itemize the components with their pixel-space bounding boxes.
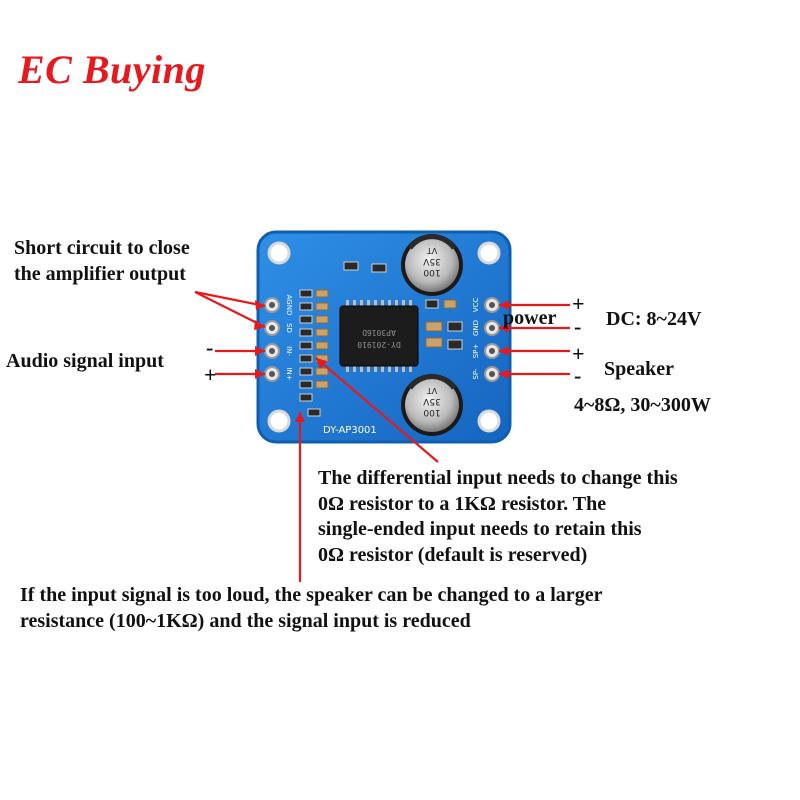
board-model-label: DY-AP3001 [323,425,377,436]
short-circuit-line-2: the amplifier output [14,262,186,285]
differential-line-2: 0Ω resistor to a 1KΩ resistor. The [318,492,607,515]
capacitor-bottom: 100 35V VT [401,374,463,436]
left-pin-pads [264,297,280,382]
pin-label-agnd: AGND [285,295,293,316]
loud-input-line-2: resistance (100~1KΩ) and the signal inpu… [20,609,471,632]
capacitor-bottom-voltage: 35V [422,396,440,406]
capacitor-top: 100 35V VT [401,234,463,296]
smd-components [299,261,463,417]
brand-logo: EC Buying [18,47,206,92]
power-label: power [503,307,557,329]
callout-arrows [194,290,570,582]
pin-label-vcc: VCC [472,298,480,313]
short-circuit-label: Short circuit to close the amplifier out… [14,236,190,287]
pin-label-in-plus: IN+ [285,367,293,380]
arrow-heads [254,300,509,422]
differential-line-1: The differential input needs to change t… [318,467,678,489]
differential-line-4: 0Ω resistor (default is reserved) [318,543,588,566]
loud-input-line-1: If the input signal is too loud, the spe… [20,584,603,606]
pin-label-sp-minus: SP- [472,368,480,380]
speaker-plus-sign: + [572,341,585,366]
power-minus-sign: - [574,314,582,339]
audio-minus-sign: - [206,335,214,360]
speaker-spec-label: 4~8Ω, 30~300W [574,394,711,416]
capacitor-bottom-series: VT [427,386,437,395]
pin-label-in-minus: IN- [285,346,293,356]
chip-marking-line1: AP3016D [362,328,396,337]
differential-input-note: The differential input needs to change t… [318,466,678,568]
pcb-board: AGND SD IN- IN+ VCC GND SP+ SP- [256,230,512,444]
short-circuit-line-1: Short circuit to close [14,237,190,259]
power-plus-sign: + [572,291,585,316]
capacitor-top-voltage: 35V [422,256,440,266]
speaker-minus-sign: - [574,363,582,388]
arrow-short-circuit-2 [194,291,266,328]
amplifier-chip: AP3016D DY-201910 [339,300,419,372]
loud-input-note: If the input signal is too loud, the spe… [20,583,602,634]
speaker-label: Speaker [604,358,674,380]
right-pin-labels: VCC GND SP+ SP- [472,298,480,380]
arrow-short-circuit-1 [194,290,266,308]
dc-voltage-label: DC: 8~24V [606,308,702,330]
pin-label-sd: SD [285,323,293,333]
audio-input-label: Audio signal input [6,350,164,372]
pin-label-sp-plus: SP+ [472,344,480,359]
differential-line-3: single-ended input needs to retain this [318,518,642,541]
chip-marking-line2: DY-201910 [357,340,401,349]
capacitor-top-series: VT [427,246,437,255]
capacitor-bottom-value: 100 [423,407,440,417]
arrow-differential-resistor [315,357,439,463]
audio-plus-sign: + [204,362,217,387]
left-pin-labels: AGND SD IN- IN+ [285,295,293,381]
mounting-holes [267,241,501,433]
pin-label-gnd: GND [472,320,480,336]
capacitor-top-value: 100 [423,267,440,277]
